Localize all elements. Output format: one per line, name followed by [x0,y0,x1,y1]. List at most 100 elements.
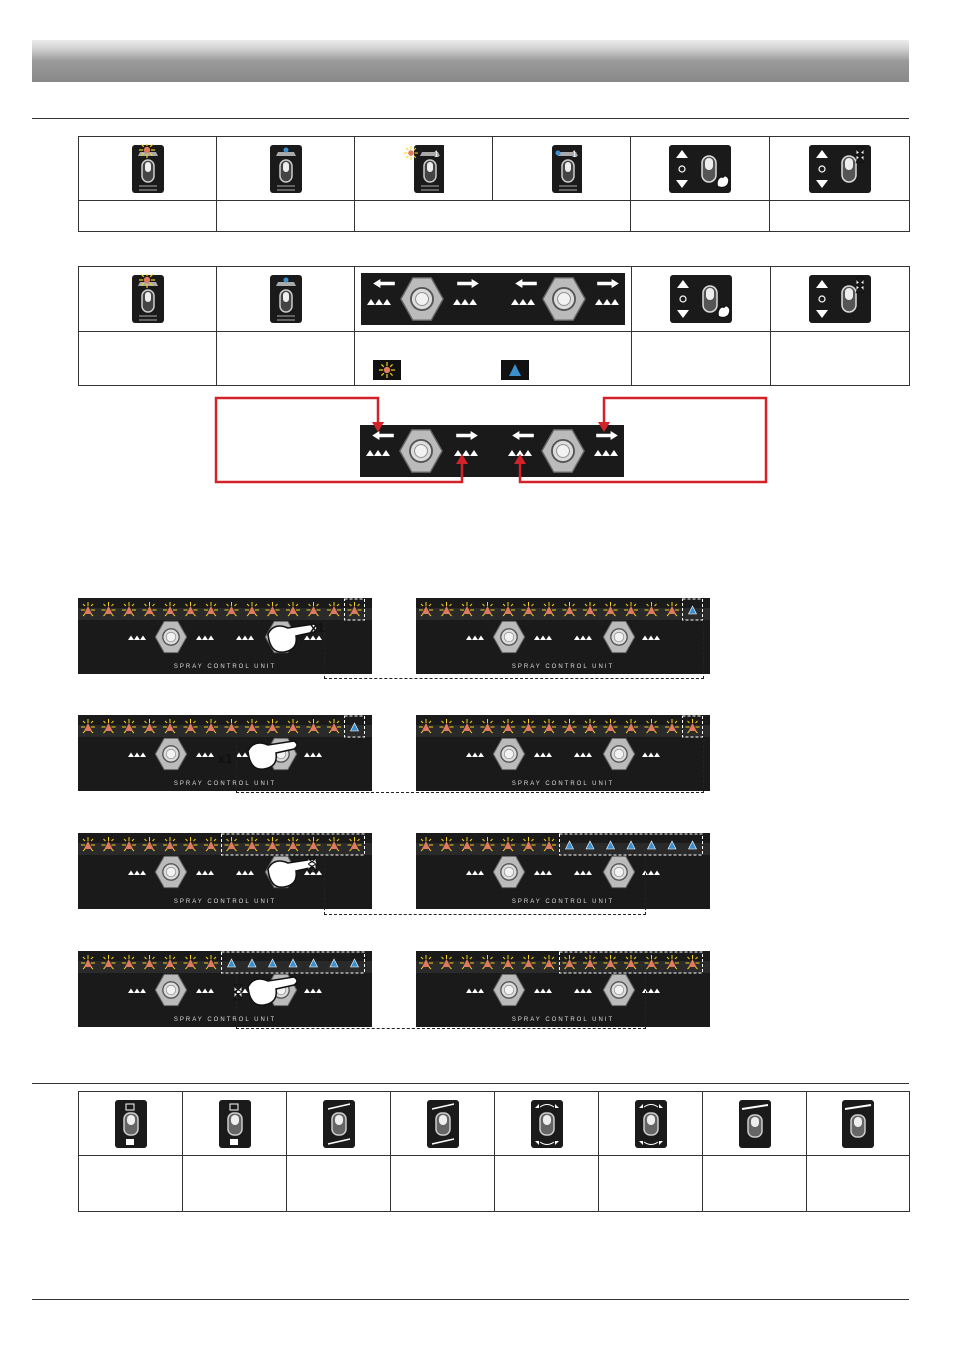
nozzle-led-blinking [347,837,362,852]
boom-height-switch-icon [738,1099,772,1149]
arrows-nozzle-panel [361,273,625,325]
nozzle-led-blinking [562,955,577,970]
dashed-connector [236,740,704,793]
nozzle-led-blinking [183,837,198,852]
nozzle-led-blinking [501,837,515,852]
red-arrowhead [372,422,384,432]
nozzle-led-blinking [122,837,136,852]
toggle-switch-blinking-icon [131,143,165,194]
switch-table-1: 1 1 [78,136,910,232]
toggle-switch-icon [269,144,303,194]
highlight-box [682,598,703,621]
boom-fold-switch-icon [634,1099,668,1149]
nozzle-led-blinking [245,719,259,734]
hand-gesture-icon: x1 [267,620,324,653]
nozzle-led-blinking [624,602,638,617]
caption-cell [78,331,217,386]
highlight-box [559,833,703,856]
nozzle-led-blinking [163,837,177,852]
hand-gesture-icon [233,976,298,1006]
panel-label: SPRAY CONTROL UNIT [512,664,614,670]
boom-height-switch-icon [841,1099,875,1149]
nozzle-led-on [247,958,257,968]
caption-cell [598,1155,703,1212]
cell-updown-hand [631,266,771,332]
nozzle-led-blinking [306,602,321,617]
nozzle-led-blinking [480,602,495,617]
nozzle-led-blinking [419,837,433,852]
nozzle-led-blinking [286,602,300,617]
nozzle-led-blinking [480,955,495,970]
nozzle-led-blinking [460,955,474,970]
nozzle-led-on [309,958,318,968]
nozzle-led-blinking [603,719,618,734]
cell-lock-switch [182,1091,287,1156]
nozzle-led-blinking [542,837,556,852]
nozzle-led-on [350,958,359,968]
caption-cell-nozzle-states [354,331,632,386]
nozzle-led-blinking [603,955,618,970]
caption-cell [769,200,910,232]
cell-toggle-blinking [78,136,217,201]
switch-table-3 [78,1091,910,1212]
nozzle-led-blinking [501,719,515,734]
spray-control-unit-panel: SPRAY CONTROL UNIT [416,833,710,909]
nozzle-led-blinking [163,955,177,970]
highlight-box [559,951,703,974]
nozzle-led-blinking [665,955,679,970]
nozzle-led-on [350,722,359,732]
panel-label: SPRAY CONTROL UNIT [174,899,276,905]
panel-label: SPRAY CONTROL UNIT [174,1017,276,1023]
red-arrowhead [514,454,526,464]
nozzle-led-blinking [122,602,136,617]
caption-cell [631,331,771,386]
nozzle-led-blinking [204,837,218,852]
boom-tilt-switch-icon [322,1099,356,1149]
nozzle-led-blinking [101,955,116,970]
direction-diagram [214,396,768,484]
divider-top [32,118,909,119]
spray-control-unit-panel: SPRAY CONTROL UNIT [78,951,372,1027]
nozzle-led-blinking [685,719,700,734]
nozzle-led-blinking [501,955,515,970]
nozzle-led-blinking [603,602,618,617]
nozzle-led-blinking [306,837,321,852]
divider-bottom [32,1299,909,1300]
nozzle-led-blinking [245,837,259,852]
caption-cell [806,1155,910,1212]
nozzle-led-blinking [101,719,116,734]
nozzle-led-blinking [142,719,157,734]
section-header-bar [32,40,909,82]
nozzle-led-on [288,958,298,968]
nozzle-led-blinking [665,719,679,734]
up-down-switch-timer-icon [808,274,872,324]
caption-cell [770,331,910,386]
nozzle-led-blinking [439,602,454,617]
nozzle-led-blinking [183,955,198,970]
highlight-box [344,715,365,738]
nozzle-led-blinking [286,837,300,852]
nozzle-led-on [585,840,595,850]
nozzle-led-on [688,840,697,850]
nozzle-led-blinking [327,837,341,852]
cell-toggle-1: 1 [492,136,631,201]
highlight-box [221,951,365,974]
nozzle-led-blinking [347,602,362,617]
panel-label: SPRAY CONTROL UNIT [512,1017,614,1023]
nozzle-led-blinking [81,955,95,970]
nozzle-led-blinking [81,837,95,852]
hand-gesture-icon [267,855,318,888]
highlight-box [221,833,365,856]
cell-toggle-blinking [78,266,217,332]
nozzle-led-on [626,840,636,850]
nozzle-led-blinking [265,719,280,734]
cell-fold-switch [494,1091,599,1156]
nozzle-led-blinking [521,602,536,617]
caption-cell [286,1155,391,1212]
nozzle-led-blinking [583,602,597,617]
nozzle-on-icon [501,359,530,380]
toggle-switch-1-blinking-icon: 1 [403,144,444,194]
cell-updown-timer [770,266,910,332]
caption-cell [216,331,355,386]
